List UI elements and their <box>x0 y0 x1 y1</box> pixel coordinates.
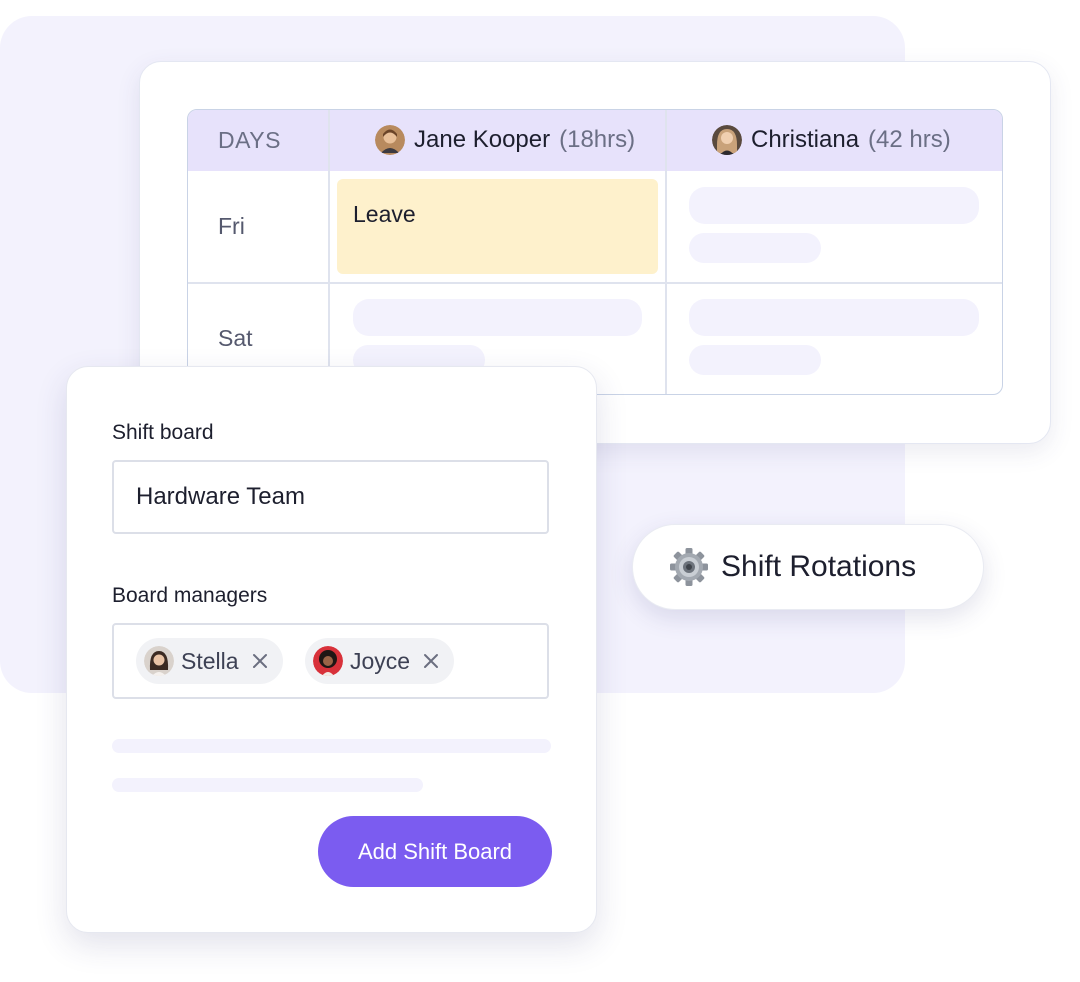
column-header-christiana[interactable]: Christiana (42 hrs) <box>712 125 951 155</box>
person-avatar-icon <box>313 646 343 676</box>
board-managers-input[interactable]: Stella Joyce <box>112 623 549 699</box>
gear-icon <box>670 548 708 586</box>
leave-shift-block[interactable]: Leave <box>337 179 658 274</box>
row-divider <box>188 282 1002 284</box>
close-icon[interactable] <box>251 652 269 670</box>
person-name: Jane Kooper <box>414 126 551 153</box>
manager-name: Stella <box>181 647 239 674</box>
schedule-header-row <box>188 110 1002 171</box>
shift-board-form: Shift board Board managers Stella <box>66 366 597 933</box>
shift-rotations-badge[interactable]: Shift Rotations <box>632 524 984 610</box>
shift-placeholder <box>689 187 979 224</box>
schedule-grid: DAYS Jane Kooper (18hrs) Chri <box>187 109 1003 395</box>
person-name: Christiana <box>751 126 860 153</box>
manager-chip-joyce: Joyce <box>305 638 455 684</box>
shift-placeholder <box>689 299 979 336</box>
field-placeholder <box>112 778 423 792</box>
close-icon[interactable] <box>422 652 440 670</box>
days-column-header: DAYS <box>218 127 281 153</box>
add-shift-board-button[interactable]: Add Shift Board <box>318 816 552 887</box>
person-hours: (18hrs) <box>559 126 636 153</box>
leave-label: Leave <box>353 201 416 227</box>
shift-board-label: Shift board <box>112 421 214 444</box>
schedule-card: DAYS Jane Kooper (18hrs) Chri <box>139 61 1051 444</box>
day-label-fri: Fri <box>218 213 245 239</box>
day-label-sat: Sat <box>218 325 253 351</box>
manager-name: Joyce <box>350 647 411 674</box>
person-avatar-icon <box>375 125 405 155</box>
board-managers-label: Board managers <box>112 584 268 607</box>
column-header-jane-kooper[interactable]: Jane Kooper (18hrs) <box>375 125 635 155</box>
person-hours: (42 hrs) <box>868 126 951 153</box>
field-placeholder <box>112 739 551 753</box>
shift-rotations-label: Shift Rotations <box>721 550 917 583</box>
shift-placeholder <box>353 299 642 336</box>
shift-placeholder <box>689 345 821 375</box>
person-avatar-icon <box>712 125 742 155</box>
column-divider <box>665 110 667 394</box>
shift-board-input[interactable] <box>112 460 549 534</box>
column-divider <box>328 110 330 394</box>
person-avatar-icon <box>144 646 174 676</box>
manager-chip-stella: Stella <box>136 638 283 684</box>
shift-placeholder <box>689 233 821 263</box>
